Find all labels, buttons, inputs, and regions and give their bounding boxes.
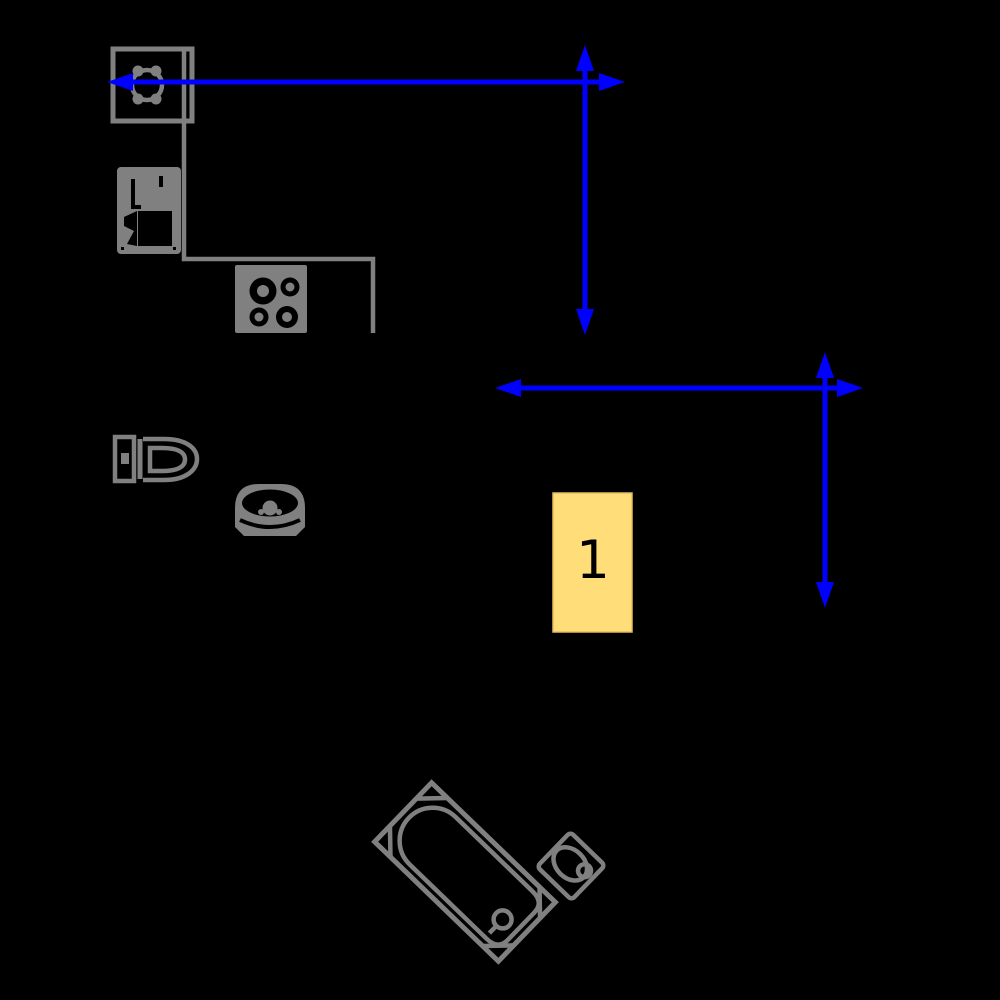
burner-medium-center (282, 312, 292, 322)
dim-arrowhead-down (816, 582, 834, 608)
bathtub-icon (371, 779, 559, 965)
dim-arrowhead-down (576, 309, 594, 335)
corner-sink-icon (536, 831, 606, 901)
dim-arrowhead-left (495, 379, 521, 397)
washbasin-icon (235, 484, 305, 536)
dim-arrowhead-right (837, 379, 863, 397)
dim-arrow-right-vertical (816, 352, 834, 608)
dim-arrowhead-right (599, 73, 625, 91)
dim-arrowhead-left (107, 73, 133, 91)
sink-counter (110, 46, 195, 124)
burner-large-center (257, 285, 269, 297)
toilet-tank (112, 434, 137, 484)
basin-corner-notch (235, 527, 244, 536)
kitchen-appliance-icon (117, 167, 181, 254)
toilet-icon (112, 434, 200, 484)
dim-arrow-top-horizontal (107, 73, 625, 91)
sink-tap-knob (150, 93, 162, 105)
appliance-door-cutout (138, 211, 172, 246)
dim-arrow-top-vertical (576, 45, 594, 335)
tub-corner-chamfer (537, 886, 543, 919)
tub-corner-chamfer (482, 943, 514, 949)
corner-sink-counter (536, 831, 606, 901)
room-1[interactable]: 1 (552, 492, 633, 633)
appliance-corner-dot (173, 247, 176, 250)
corner-sink-faucet (575, 861, 594, 880)
basin-corner-notch (296, 527, 305, 536)
toilet-flush-button (121, 453, 129, 464)
basin-front-curve (239, 518, 301, 529)
tub-outline (371, 779, 559, 965)
appliance-detail-tick (159, 176, 163, 187)
burner-medium-ring (277, 307, 288, 327)
sink-tap-knob (132, 65, 144, 77)
tub-corner-chamfer (387, 825, 393, 858)
sink-tap-knob (150, 65, 162, 77)
basin-faucet (262, 500, 278, 516)
cooktop-icon (235, 265, 307, 333)
sink-tap-knob (132, 93, 144, 105)
tub-corner-chamfer (416, 795, 448, 801)
burner-small-center (285, 282, 295, 292)
appliance-detail-foot (131, 205, 141, 209)
basin-faucet-knob (258, 509, 264, 515)
appliance-latch-cutout (124, 211, 137, 246)
tub-drain (491, 908, 514, 931)
appliance-detail-line (131, 179, 135, 208)
room-label-box[interactable] (552, 492, 633, 633)
toilet-bowl-outer (143, 436, 200, 483)
dim-arrow-mid-horizontal (495, 379, 863, 397)
dim-arrowhead-up (576, 45, 594, 71)
appliance-corner-dot (121, 247, 124, 250)
tub-drain-stub (487, 924, 498, 935)
basin-faucet-knob (276, 509, 282, 515)
toilet-bowl-inner (147, 445, 188, 474)
room-number-label: 1 (576, 530, 610, 591)
dim-arrowhead-up (816, 352, 834, 378)
wall-line (181, 120, 376, 333)
kitchen-sink-icon (110, 46, 195, 124)
burner-small-center (254, 312, 264, 322)
